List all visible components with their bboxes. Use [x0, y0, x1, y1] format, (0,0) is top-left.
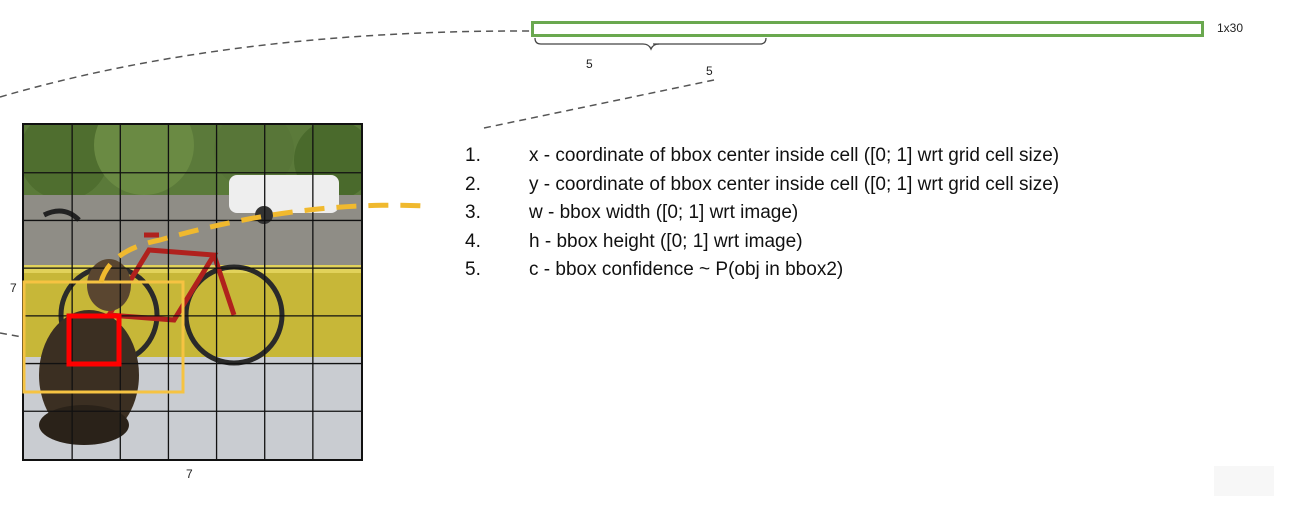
- vector-to-list-connector: [483, 79, 715, 129]
- vector-size-label: 1x30: [1217, 21, 1244, 35]
- field-item-y: 2. y - coordinate of bbox center inside c…: [465, 171, 1059, 200]
- field-index: 1.: [465, 145, 481, 166]
- grid-rows-label: 7: [10, 281, 17, 295]
- field-item-c: 5. c - bbox confidence ~ P(obj in bbox2): [465, 256, 1059, 285]
- field-index: 2.: [465, 173, 481, 195]
- field-text: w - bbox width ([0; 1] wrt image): [529, 202, 799, 223]
- field-text: y - coordinate of bbox center inside cel…: [529, 173, 1060, 195]
- field-text: x - coordinate of bbox center inside cel…: [529, 145, 1060, 166]
- output-vector-bar: [531, 21, 1204, 37]
- grid-overlay: [24, 125, 361, 459]
- group1-count-label: 5: [586, 57, 593, 71]
- field-item-x: 1. x - coordinate of bbox center inside c…: [465, 142, 1059, 171]
- left-edge-connector: [0, 332, 23, 338]
- vector-to-image-connector: [0, 30, 532, 98]
- field-item-w: 3. w - bbox width ([0; 1] wrt image): [465, 199, 1059, 228]
- grid-image-panel: [22, 123, 363, 461]
- field-text: h - bbox height ([0; 1] wrt image): [529, 230, 803, 252]
- field-item-h: 4. h - bbox height ([0; 1] wrt image): [465, 228, 1059, 257]
- field-index: 5.: [465, 259, 481, 280]
- group2-brace: [653, 37, 767, 45]
- bbox-field-list: 1. x - coordinate of bbox center inside c…: [465, 142, 1059, 285]
- faint-watermark: [1214, 466, 1274, 496]
- field-index: 3.: [465, 202, 481, 223]
- field-text: c - bbox confidence ~ P(obj in bbox2): [529, 259, 844, 280]
- field-index: 4.: [465, 230, 481, 252]
- grid-cols-label: 7: [186, 467, 193, 481]
- group1-brace: [534, 37, 660, 51]
- group2-count-label: 5: [706, 64, 713, 78]
